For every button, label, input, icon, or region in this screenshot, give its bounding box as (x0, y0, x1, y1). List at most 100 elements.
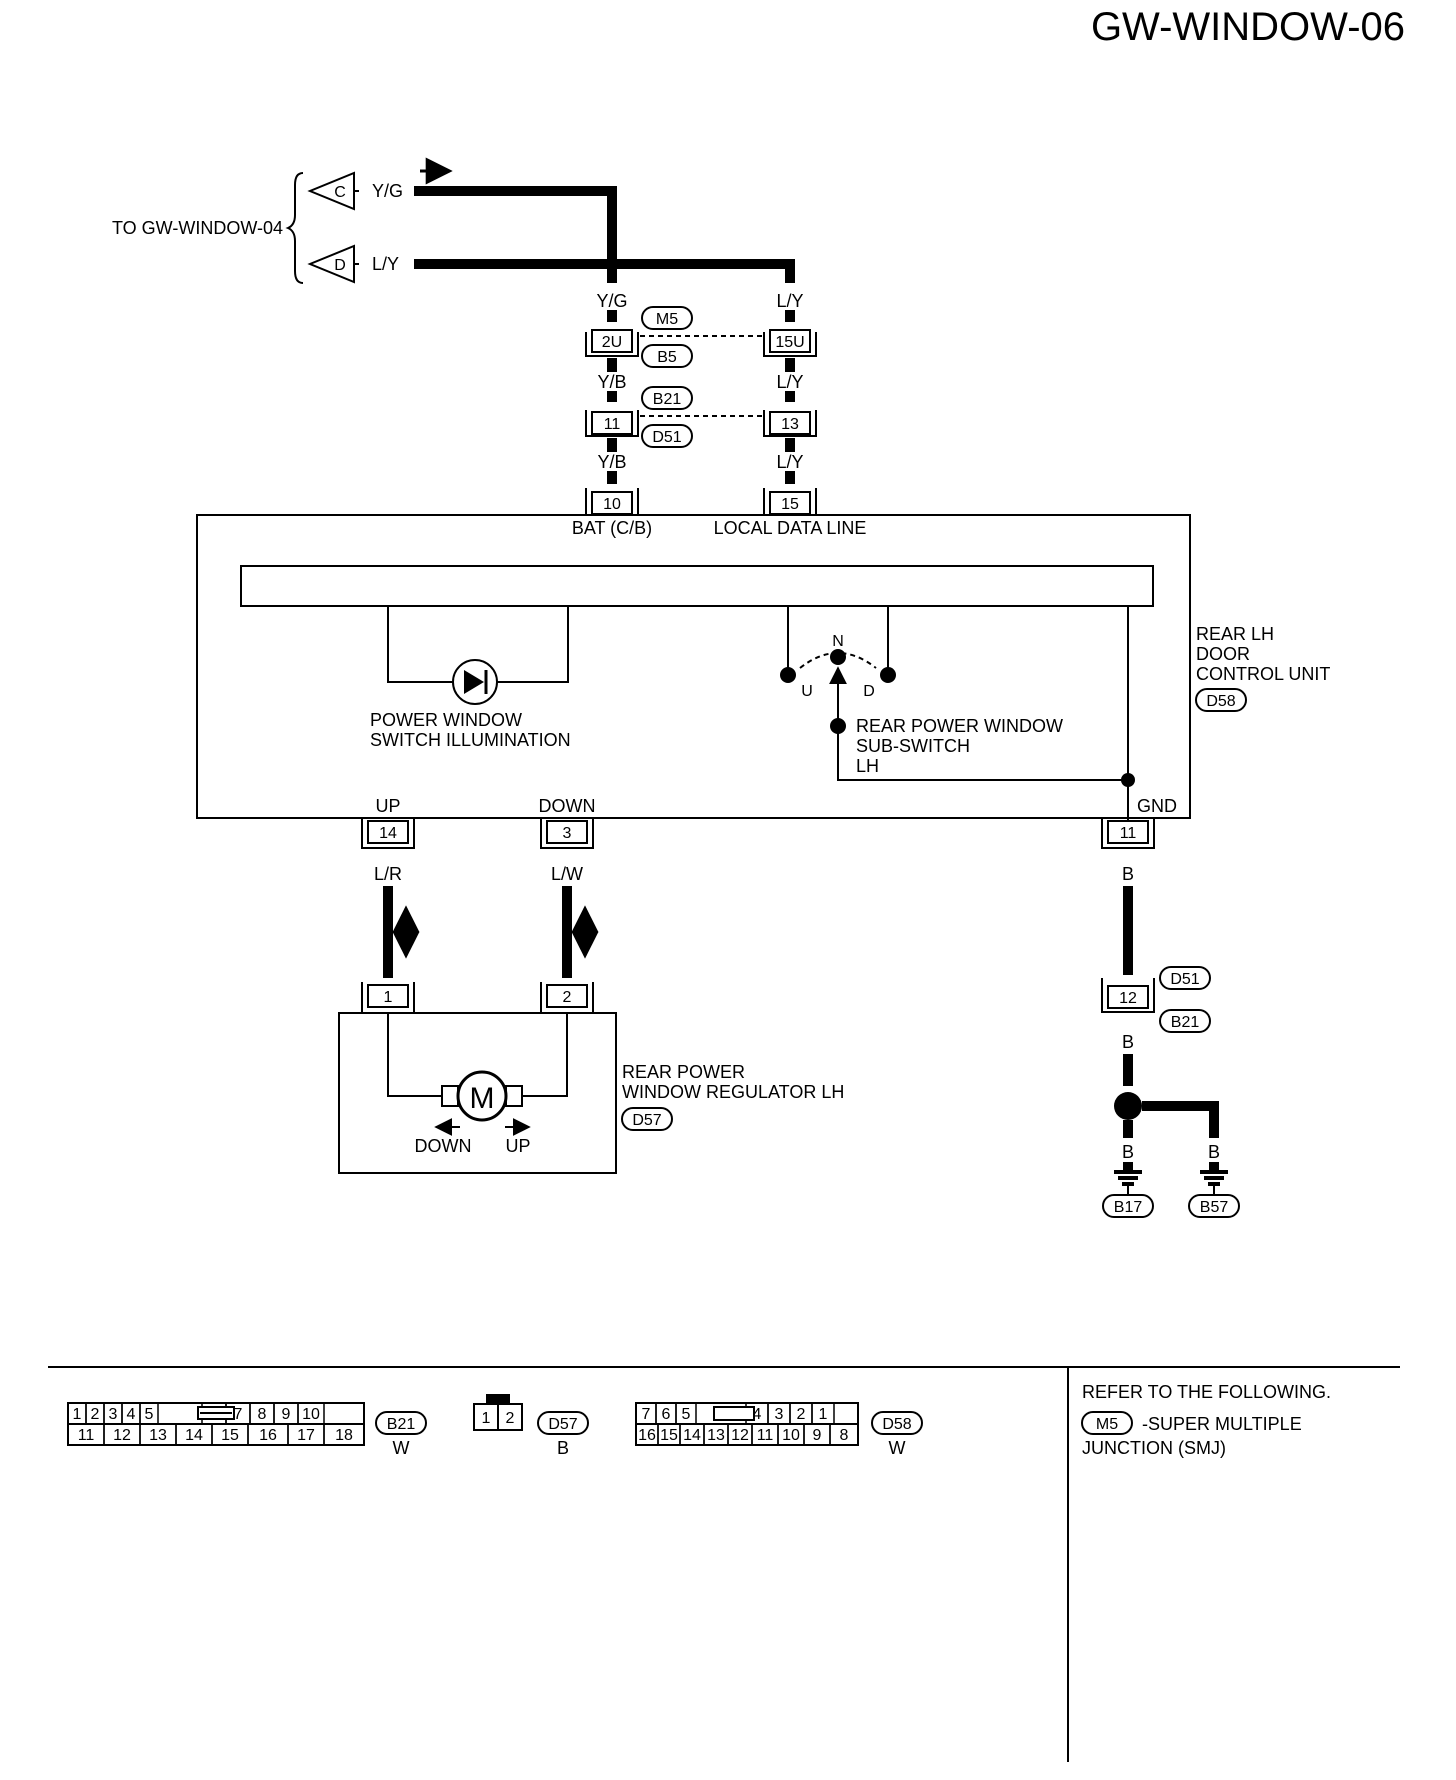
connector-pin-number: 13 (707, 1427, 725, 1444)
regulator-name-1: REAR POWER (622, 1062, 745, 1082)
wire-label-b-2: B (1122, 1032, 1134, 1052)
smj-text-1: -SUPER MULTIPLE (1142, 1414, 1302, 1434)
connector-pin-number: 10 (782, 1427, 800, 1444)
switch-n-label: N (832, 633, 844, 650)
svg-text:D57: D57 (548, 1416, 577, 1433)
ground-b17-icon (1114, 1162, 1142, 1195)
junction-badge-b21-bottom: B21 (1159, 1009, 1211, 1033)
local-data-line-label: LOCAL DATA LINE (714, 518, 867, 538)
junction-badge-b21-top: B21 (641, 386, 693, 410)
pin-1-regulator: 1 (361, 982, 415, 1012)
svg-text:15: 15 (781, 496, 799, 513)
svg-text:B21: B21 (387, 1416, 416, 1433)
connector-pin-number: 16 (259, 1427, 277, 1444)
svg-text:D51: D51 (1170, 971, 1199, 988)
svg-text:B57: B57 (1200, 1199, 1229, 1216)
junction-badge-m5: M5 (641, 306, 693, 330)
connector-pin-number: 12 (113, 1427, 131, 1444)
smj-text-2: JUNCTION (SMJ) (1082, 1438, 1226, 1458)
switch-contact-u (780, 667, 796, 683)
connector-pin-number: 15 (660, 1427, 678, 1444)
connector-pin-number: 7 (642, 1406, 651, 1423)
unit-badge-d58: D58 (1195, 688, 1247, 712)
switch-contact-n (830, 649, 846, 665)
unit-name-1: REAR LH (1196, 624, 1274, 644)
connector-pin-number: 4 (127, 1406, 136, 1423)
connector-pin-number: 11 (757, 1427, 774, 1444)
svg-text:D58: D58 (1206, 693, 1235, 710)
wire-label-lw: L/W (551, 864, 583, 884)
illum-label-1: POWER WINDOW (370, 710, 522, 730)
gnd-terminal-label: GND (1137, 796, 1177, 816)
connector-pin-number: 11 (78, 1427, 95, 1444)
pin-2-regulator: 2 (540, 982, 594, 1012)
svg-text:11: 11 (604, 416, 621, 433)
wire-label-b-3: B (1122, 1142, 1134, 1162)
down-terminal-label: DOWN (539, 796, 596, 816)
wire-label-yg-top: Y/G (372, 181, 403, 201)
connector-pin-number: 3 (775, 1406, 784, 1423)
wire-yg (414, 186, 617, 283)
motor-icon (456, 1070, 508, 1122)
bat-cb-label: BAT (C/B) (572, 518, 652, 538)
source-ref-label: TO GW-WINDOW-04 (112, 218, 283, 238)
connector-d-label: D (334, 257, 346, 274)
connector-pin-number: 18 (335, 1427, 353, 1444)
connector-pin-number: 1 (73, 1406, 82, 1423)
ground-splice (1114, 1092, 1142, 1120)
connector-pin-number: 2 (797, 1406, 806, 1423)
subsw-label-3: LH (856, 756, 879, 776)
junction-badge-d51-top: D51 (641, 424, 693, 448)
connector-pin-number: 7 (234, 1406, 243, 1423)
connector-pin-number: 3 (109, 1406, 118, 1423)
svg-text:2U: 2U (602, 334, 622, 351)
connector-face-d57: 1 2 (473, 1394, 523, 1431)
svg-text:M5: M5 (1096, 1416, 1118, 1433)
illum-label-2: SWITCH ILLUMINATION (370, 730, 571, 750)
svg-text:14: 14 (379, 825, 397, 842)
motor-up-label: UP (505, 1136, 530, 1156)
ground-b57-icon (1200, 1162, 1228, 1195)
connector-pin-number: 10 (302, 1406, 320, 1423)
pin-14: 14 (361, 818, 415, 849)
rear-lh-door-control-unit: BAT (C/B) LOCAL DATA LINE POWER WINDOW S… (196, 514, 1191, 836)
source-reference: TO GW-WINDOW-04 C Y/G D L/Y (112, 157, 453, 284)
svg-text:D57: D57 (632, 1112, 661, 1129)
switch-d-label: D (863, 683, 875, 700)
legend-d58-color: W (889, 1438, 906, 1458)
wire-label-yb-2: Y/B (597, 452, 626, 472)
wire-label-ly-2: L/Y (776, 372, 803, 392)
wire-label-yg: Y/G (596, 291, 627, 311)
connector-pin-number: 5 (682, 1406, 691, 1423)
connector-d-symbol (307, 244, 355, 284)
motor-down-label: DOWN (415, 1136, 472, 1156)
svg-text:13: 13 (781, 416, 799, 433)
pin-11-b21: 11 (585, 410, 639, 437)
junction-badge-b5: B5 (641, 344, 693, 368)
refer-badge-m5: M5 (1081, 1411, 1133, 1435)
svg-text:10: 10 (603, 496, 621, 513)
connector-pin-number: 14 (683, 1427, 701, 1444)
legend-badge-d58: D58 (871, 1411, 923, 1435)
connector-c-label: C (334, 184, 346, 201)
svg-text:2: 2 (563, 989, 572, 1006)
unit-name-3: CONTROL UNIT (1196, 664, 1330, 684)
connector-pin-number: 12 (731, 1427, 749, 1444)
connector-pin-number: 5 (145, 1406, 154, 1423)
unit-name-2: DOOR (1196, 644, 1250, 664)
legend-badge-d57: D57 (537, 1411, 589, 1435)
connector-pin-number: 13 (149, 1427, 167, 1444)
pin-11-gnd: 11 (1101, 818, 1155, 849)
svg-text:D58: D58 (882, 1416, 911, 1433)
svg-text:3: 3 (563, 825, 572, 842)
page-title: GW-WINDOW-06 (1091, 5, 1405, 49)
connector-pin-number: 14 (185, 1427, 203, 1444)
regulator-badge-d57: D57 (621, 1107, 673, 1131)
ground-badge-b57: B57 (1188, 1194, 1240, 1218)
pin-13: 13 (763, 410, 817, 437)
refer-text: REFER TO THE FOLLOWING. (1082, 1382, 1331, 1402)
wire-label-b-4: B (1208, 1142, 1220, 1162)
legend-badge-b21: B21 (375, 1411, 427, 1435)
wire-label-ly-top: L/Y (372, 254, 399, 274)
